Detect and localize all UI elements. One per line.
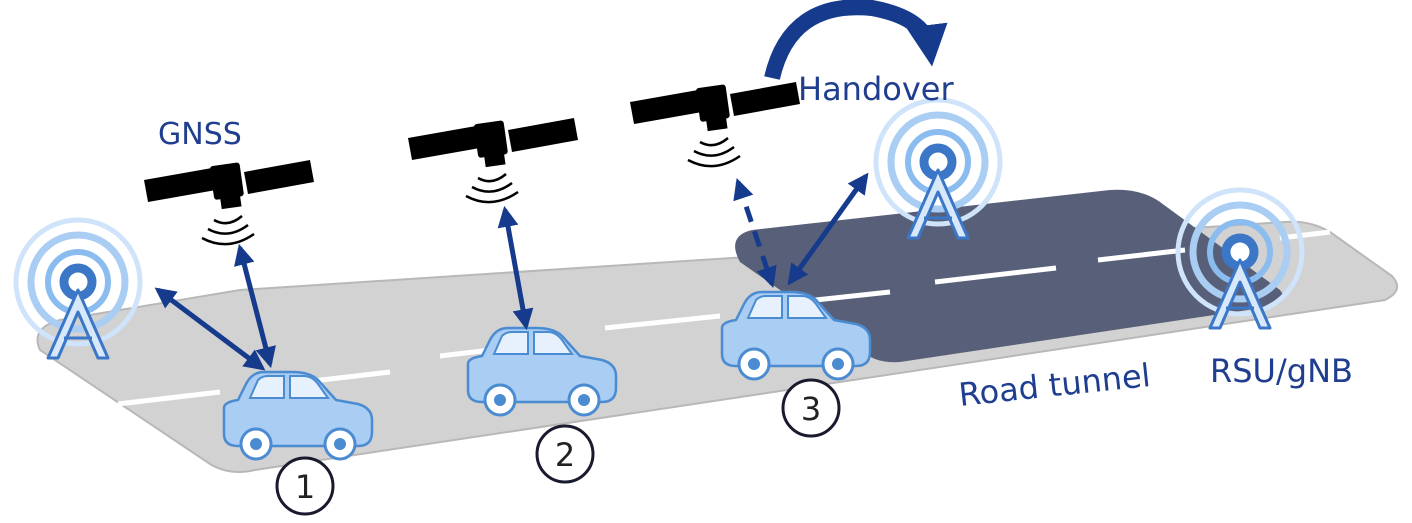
gnss-label: GNSS (158, 117, 242, 152)
connection-arrows (154, 172, 869, 371)
handover-arrow (764, 0, 948, 80)
car-number-badge: 2 (535, 424, 595, 484)
svg-text:2: 2 (555, 436, 575, 474)
svg-text:3: 3 (801, 390, 821, 428)
handover-label: Handover (798, 70, 954, 108)
satellite-icon (406, 116, 580, 204)
satellite-icon (142, 158, 316, 246)
road-tunnel-label: Road tunnel (957, 356, 1152, 414)
car-number-badge: 3 (781, 378, 841, 438)
satellite-icon (628, 80, 802, 168)
rsu-gnb-label: RSU/gNB (1210, 352, 1353, 390)
svg-text:1: 1 (295, 468, 315, 506)
car-number-badge: 1 (275, 456, 335, 516)
road-tunnel-area (735, 189, 1283, 363)
